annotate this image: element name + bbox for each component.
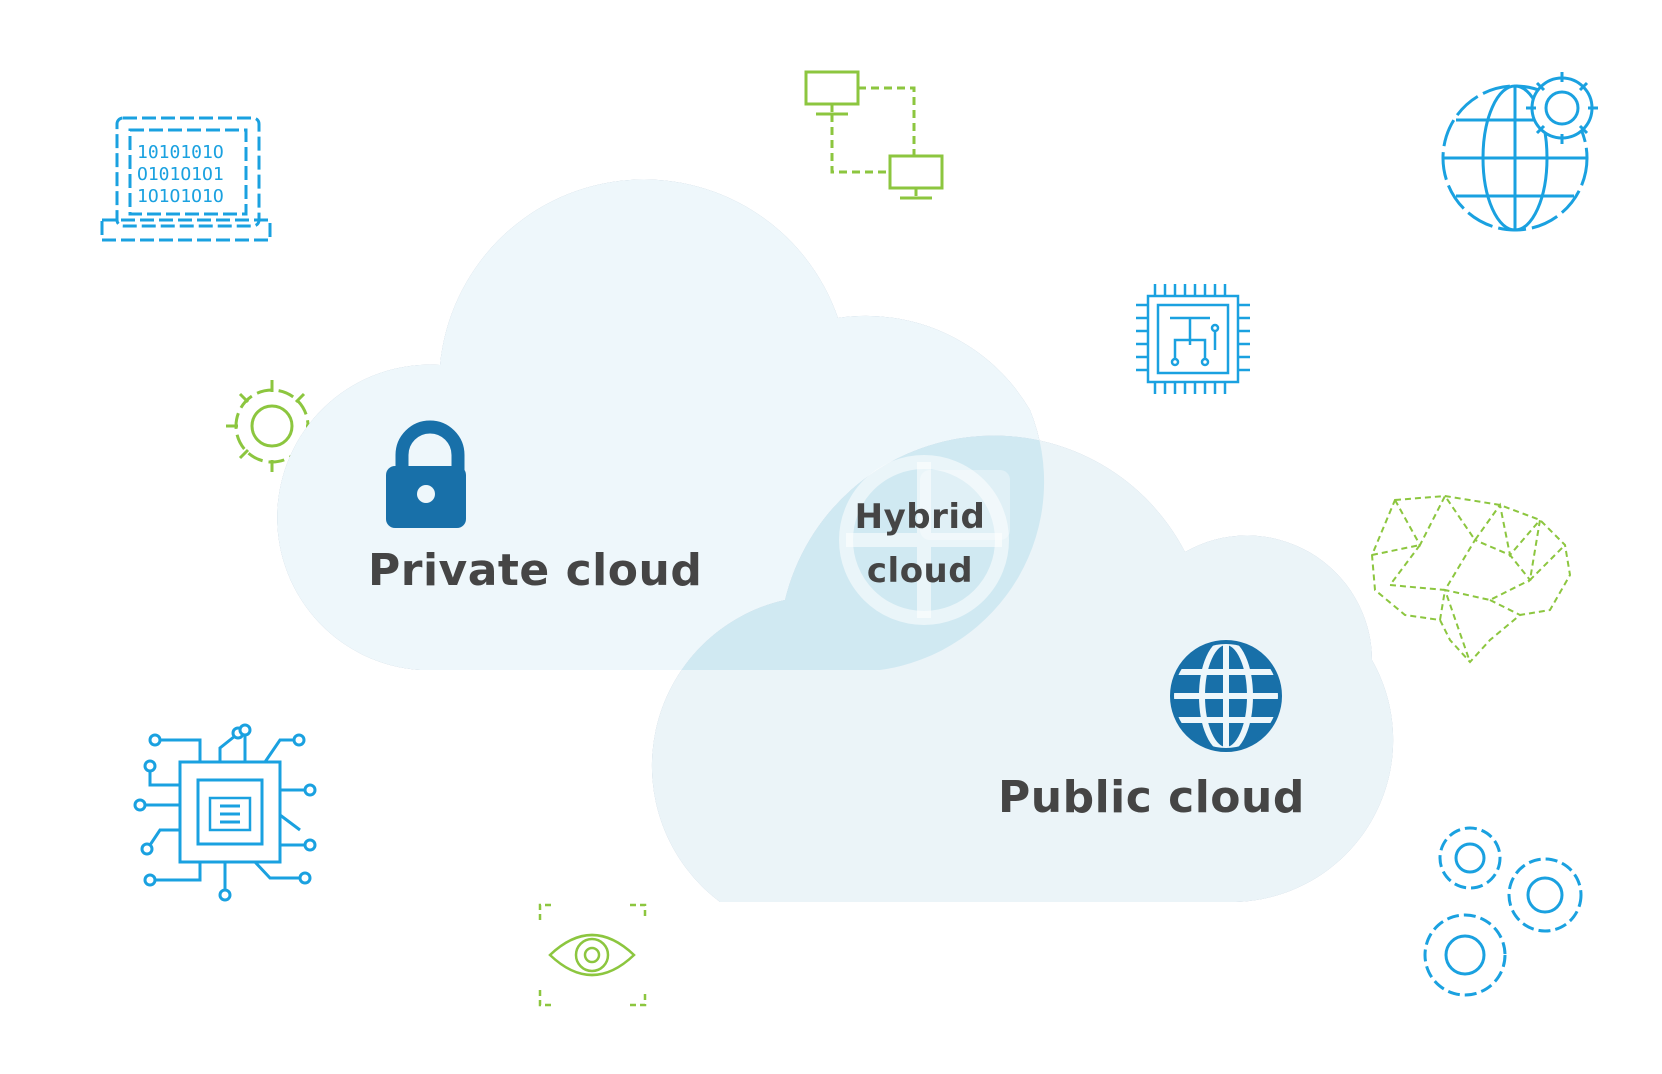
public-cloud-label: Public cloud [998,772,1305,823]
hybrid-label-line2: cloud [866,551,974,591]
gears-icon [1423,826,1583,997]
cpu-chip-icon [1136,284,1250,394]
svg-text:1O1O1O1O: 1O1O1O1O [137,186,224,207]
hybrid-label-line1: Hybrid [854,497,986,537]
eye-scan-icon [538,903,647,1007]
svg-text:1010101O: 1010101O [137,142,224,163]
hybrid-cloud-label: Hybrid cloud [820,490,1020,598]
globe-lock-icon [839,455,1010,625]
globe-icon [1170,639,1282,753]
binary-laptop-icon: 1010101O O101O1O1 1O1O1O1O [100,116,272,242]
circuit-chip-icon [133,723,317,902]
network-computers-icon [804,70,944,200]
svg-text:O101O1O1: O101O1O1 [137,164,224,185]
private-cloud-label: Private cloud [368,545,703,596]
lock-icon [386,420,466,528]
neural-brain-icon [1370,494,1572,664]
globe-gear-icon [1441,72,1598,232]
